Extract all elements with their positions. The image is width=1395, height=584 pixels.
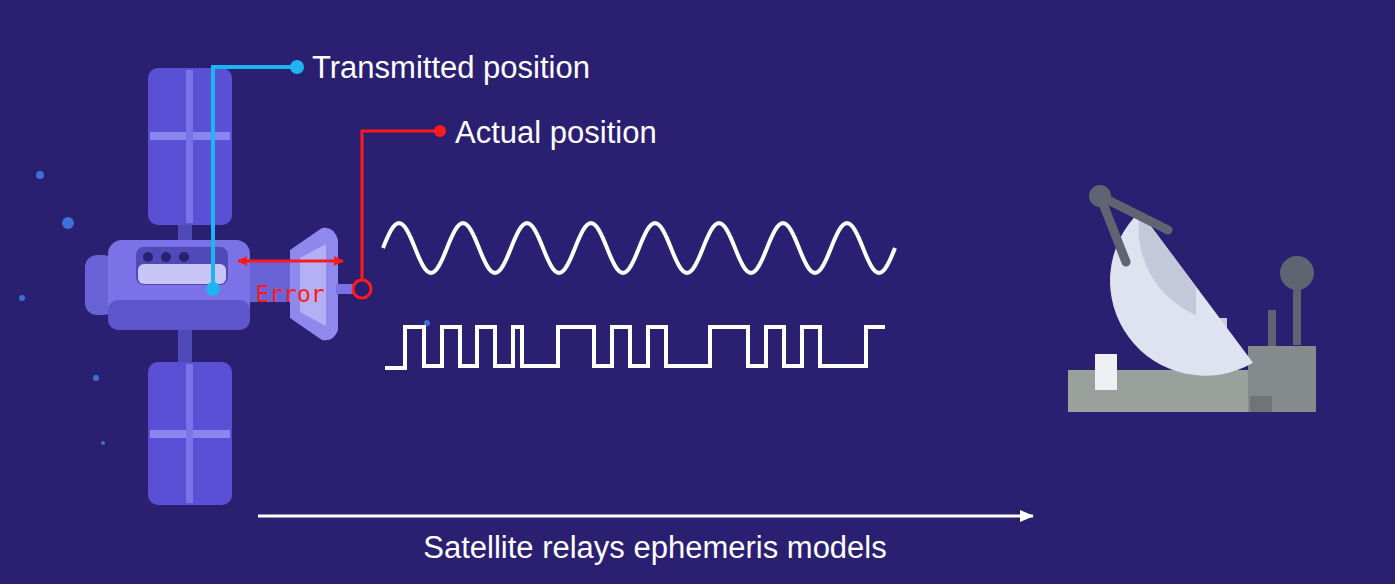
error-arrow	[238, 260, 343, 263]
leader-label: Transmitted position	[312, 52, 590, 83]
carrier-wave	[383, 223, 895, 273]
relay-arrow	[258, 515, 1033, 518]
data-signal	[385, 327, 885, 368]
ground-dish	[1068, 185, 1316, 412]
caption-label: Satellite relays ephemeris models	[423, 532, 887, 563]
leader-label: Actual position	[455, 117, 657, 148]
error-label: Error	[255, 283, 324, 306]
satellite	[85, 68, 356, 505]
